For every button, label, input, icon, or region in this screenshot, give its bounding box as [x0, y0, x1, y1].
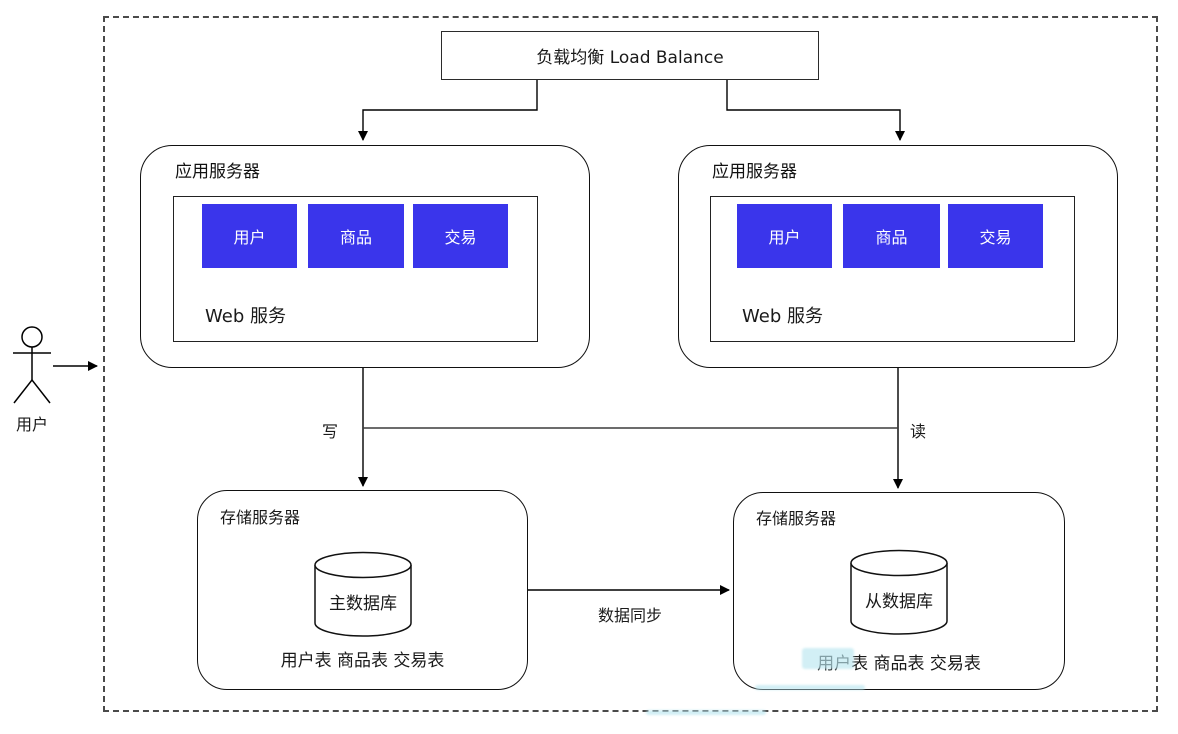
data-sync-edge-label: 数据同步 [597, 606, 662, 625]
module-products-1-label: 商品 [339, 228, 372, 247]
storage-server-1-label: 存储服务器 [220, 508, 301, 527]
system-boundary [103, 16, 1158, 712]
module-users-2-label: 用户 [768, 228, 801, 247]
module-products-2-label: 商品 [875, 228, 908, 247]
storage-2-tables-label: 用户表 商品表 交易表 [817, 654, 981, 674]
app-server-2-label: 应用服务器 [712, 162, 797, 182]
load-balancer-label: 负载均衡 Load Balance [536, 48, 724, 68]
module-products-2: 商品 [843, 204, 940, 268]
actor-user-label: 用户 [15, 415, 48, 434]
storage-server-2-label: 存储服务器 [756, 509, 837, 528]
master-database-cylinder-icon [314, 551, 412, 637]
web-service-1-label: Web 服务 [205, 306, 286, 327]
module-trade-2: 交易 [948, 204, 1043, 268]
slave-database-label: 从数据库 [865, 592, 933, 612]
app-server-1-label: 应用服务器 [175, 162, 260, 182]
module-users-2: 用户 [737, 204, 832, 268]
module-trade-2-label: 交易 [979, 228, 1012, 247]
storage-1-tables-label: 用户表 商品表 交易表 [280, 651, 445, 671]
module-users-1: 用户 [202, 204, 297, 268]
slave-database-cylinder-icon [850, 549, 948, 635]
module-users-1-label: 用户 [233, 228, 266, 247]
web-service-2-label: Web 服务 [742, 306, 823, 327]
master-database-label: 主数据库 [329, 594, 397, 614]
write-edge-label: 写 [322, 422, 339, 441]
module-trade-1: 交易 [413, 204, 508, 268]
read-edge-label: 读 [910, 422, 927, 441]
module-products-1: 商品 [308, 204, 404, 268]
load-balancer-box: 负载均衡 Load Balance [441, 31, 819, 80]
module-trade-1-label: 交易 [444, 228, 477, 247]
user-actor-icon [13, 326, 51, 404]
